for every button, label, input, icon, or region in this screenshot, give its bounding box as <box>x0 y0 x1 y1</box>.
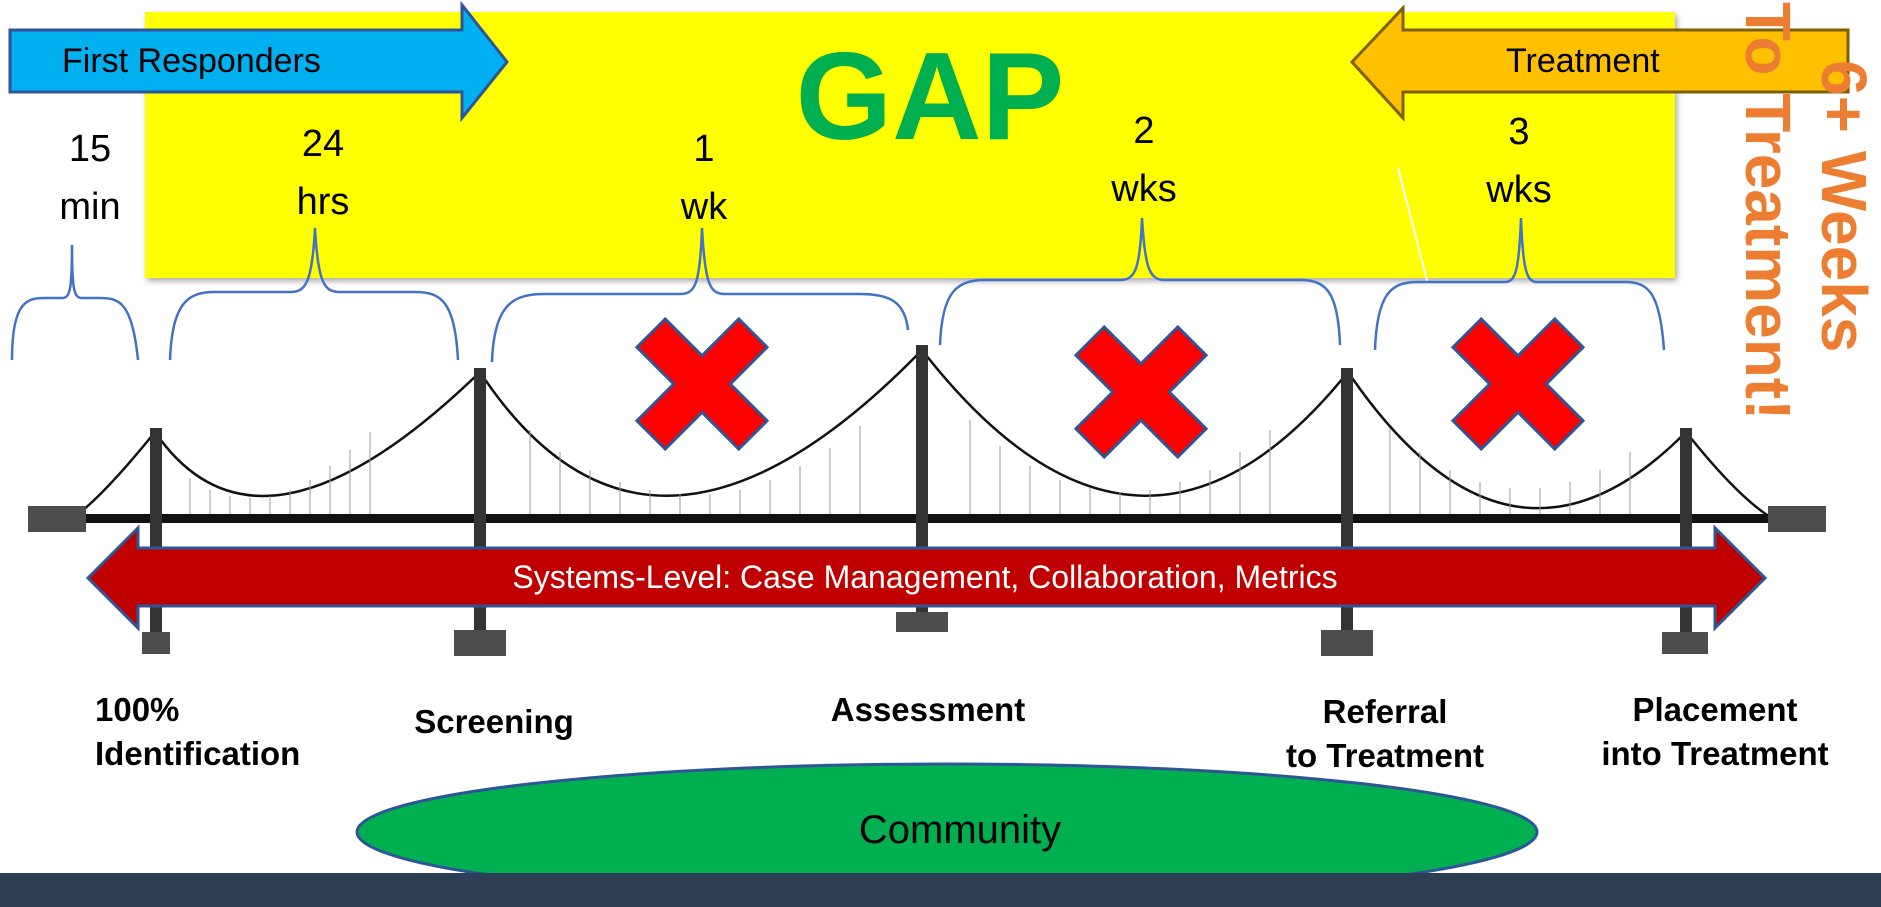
x-mark-2 <box>1073 324 1209 460</box>
x-marks <box>634 316 1586 460</box>
weeks-to-treatment-line2: To Treatment! <box>1732 2 1804 421</box>
time-label-value: 1 <box>693 128 715 170</box>
stage-referral: Referral to Treatment <box>1235 690 1535 778</box>
time-label-value: 24 <box>301 123 345 165</box>
bridge-hangers <box>189 420 1631 518</box>
x-mark-3 <box>1450 316 1586 452</box>
brace-15min <box>10 244 140 361</box>
gap-divider-line <box>1397 167 1433 301</box>
brace-3wks <box>1373 217 1666 351</box>
footer-bar <box>0 873 1881 907</box>
stage-line1: Assessment <box>830 691 1026 728</box>
time-label-3wks: 3 wks <box>1449 103 1589 219</box>
gap-title: GAP <box>795 28 1065 166</box>
stage-identification: 100% Identification <box>95 688 355 776</box>
weeks-to-treatment-line1: 6+ Weeks <box>1808 60 1880 353</box>
stage-line1: Referral <box>1322 693 1448 730</box>
treatment-arrow <box>1349 4 1850 122</box>
first-responders-arrow <box>8 0 509 123</box>
stage-screening: Screening <box>374 700 614 744</box>
stage-placement: Placement into Treatment <box>1555 688 1875 776</box>
stage-line2: to Treatment <box>1285 737 1485 774</box>
time-label-unit: wks <box>1111 168 1177 210</box>
stage-assessment: Assessment <box>788 688 1068 732</box>
tower-5 <box>1680 428 1692 650</box>
first-responders-label: First Responders <box>62 42 321 80</box>
time-label-unit: wks <box>1486 169 1552 211</box>
stage-line1: Placement <box>1632 691 1798 728</box>
stage-line2: into Treatment <box>1601 735 1829 772</box>
bridge-end-left <box>28 506 86 532</box>
time-label-2wks: 2 wks <box>1074 102 1214 218</box>
x-mark-1 <box>634 316 770 452</box>
time-label-value: 2 <box>1133 110 1155 152</box>
bridge-end-right <box>1768 506 1826 532</box>
brace-24hrs <box>168 227 460 361</box>
time-label-15min: 15 min <box>20 120 160 236</box>
time-label-24hrs: 24 hrs <box>253 115 393 231</box>
systems-level-arrow <box>85 524 1768 632</box>
stage-line1: Screening <box>414 703 574 740</box>
time-label-value: 3 <box>1508 111 1530 153</box>
time-label-unit: hrs <box>296 181 350 223</box>
brace-1wk <box>490 227 910 363</box>
stage-line1: 100% <box>95 691 180 728</box>
treatment-label: Treatment <box>1506 42 1660 80</box>
time-label-unit: min <box>59 186 121 228</box>
systems-level-label: Systems-Level: Case Management, Collabor… <box>512 559 1338 595</box>
community-label: Community <box>858 808 1062 852</box>
stage-line2: Identification <box>95 735 301 772</box>
time-label-unit: wk <box>680 186 728 228</box>
bridge-towers <box>142 345 1708 656</box>
time-label-value: 15 <box>68 128 112 170</box>
tower-1 <box>150 428 162 650</box>
time-label-1wk: 1 wk <box>634 120 774 236</box>
brace-2wks <box>938 217 1342 346</box>
time-braces <box>10 217 1666 363</box>
